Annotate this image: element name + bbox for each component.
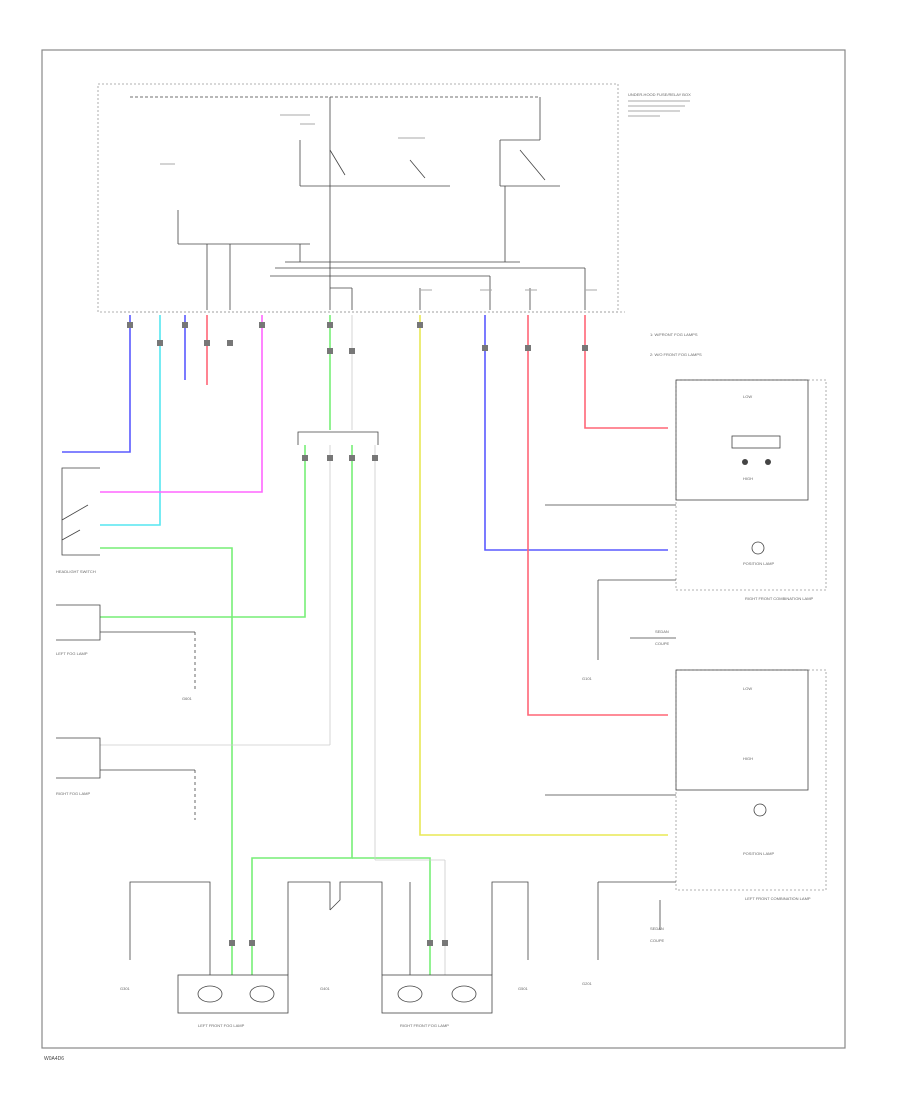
- left-tail-lamp-assembly: LEFT FRONT FOG LAMP: [177, 974, 289, 1028]
- right-headlight-label: RIGHT FRONT COMBINATION LAMP: [745, 596, 814, 601]
- right-headlight-low: LOW: [743, 394, 752, 399]
- legend-line-2: 2: W/O FRONT FOG LAMPS: [650, 352, 702, 357]
- left-sedan-label: SEDAN: [650, 926, 664, 931]
- headlight-switch-label: HEADLIGHT SWITCH: [56, 569, 96, 574]
- ground-g601: G601: [182, 696, 193, 701]
- control-unit-internal: [130, 96, 586, 310]
- legend: 1: W/FRONT FOG LAMPS 2: W/O FRONT FOG LA…: [650, 332, 702, 357]
- left-headlight-label: LEFT FRONT COMBINATION LAMP: [745, 896, 811, 901]
- ground-g401: G401: [320, 986, 331, 991]
- splice-junction: [297, 431, 379, 445]
- right-tail-label: RIGHT FRONT FOG LAMP: [400, 1023, 449, 1028]
- footer-code: W0A4D6: [44, 1056, 64, 1062]
- left-coupe-label: COUPE: [650, 938, 665, 943]
- wire-magenta: [100, 315, 263, 493]
- wire-blue-left: [62, 315, 131, 453]
- left-headlight-ground-wiring: [545, 794, 676, 960]
- diagram-frame: [41, 49, 846, 1049]
- right-position-lamp: POSITION LAMP: [743, 561, 774, 566]
- wire-green-headlight-switch: [100, 547, 233, 975]
- right-headlight-ground-wiring: [545, 504, 676, 660]
- left-fog-lamp-component: LEFT FOG LAMP: [56, 604, 196, 690]
- right-sedan-label: SEDAN: [655, 629, 669, 634]
- right-fog-label: RIGHT FOG LAMP: [56, 791, 90, 796]
- wire-green-right-tail: [352, 857, 431, 975]
- left-tail-label: LEFT FRONT FOG LAMP: [198, 1023, 245, 1028]
- left-fog-label: LEFT FOG LAMP: [56, 651, 88, 656]
- right-tail-lamp-assembly: RIGHT FRONT FOG LAMP: [381, 974, 493, 1028]
- wire-red-long: [527, 315, 668, 716]
- left-headlight-high: HIGH: [743, 756, 753, 761]
- legend-line-1: 1: W/FRONT FOG LAMPS: [650, 332, 698, 337]
- control-unit-text: UNDER-HOOD FUSE/RELAY BOX: [628, 92, 691, 97]
- left-headlight-low: LOW: [743, 686, 752, 691]
- wire-green-left-fog: [100, 445, 306, 618]
- left-position-lamp: POSITION LAMP: [743, 851, 774, 856]
- headlight-switch: HEADLIGHT SWITCH: [56, 467, 100, 574]
- wire-red-right: [584, 315, 668, 429]
- tail-lamp-wiring: [129, 881, 529, 975]
- fuse-labels: [160, 114, 597, 291]
- control-unit-label: UNDER-HOOD FUSE/RELAY BOX: [628, 92, 691, 117]
- wire-blue-right: [484, 315, 668, 551]
- ground-g101: G101: [582, 676, 593, 681]
- ground-g301: G301: [120, 986, 131, 991]
- wire-cyan: [100, 315, 161, 526]
- connector-marks: [127, 322, 588, 946]
- right-headlight-high: HIGH: [743, 476, 753, 481]
- ground-g501: G501: [518, 986, 529, 991]
- right-headlight-assembly: LOW HIGH POSITION LAMP RIGHT FRONT COMBI…: [675, 379, 827, 601]
- left-headlight-assembly: LOW HIGH POSITION LAMP LEFT FRONT COMBIN…: [675, 669, 827, 901]
- ground-g201: G201: [582, 981, 593, 986]
- wire-yellow: [419, 315, 668, 836]
- right-fog-lamp-component: RIGHT FOG LAMP: [56, 737, 196, 820]
- wire-green-tail: [251, 445, 353, 975]
- right-coupe-label: COUPE: [655, 641, 670, 646]
- wires-grey: [100, 315, 446, 975]
